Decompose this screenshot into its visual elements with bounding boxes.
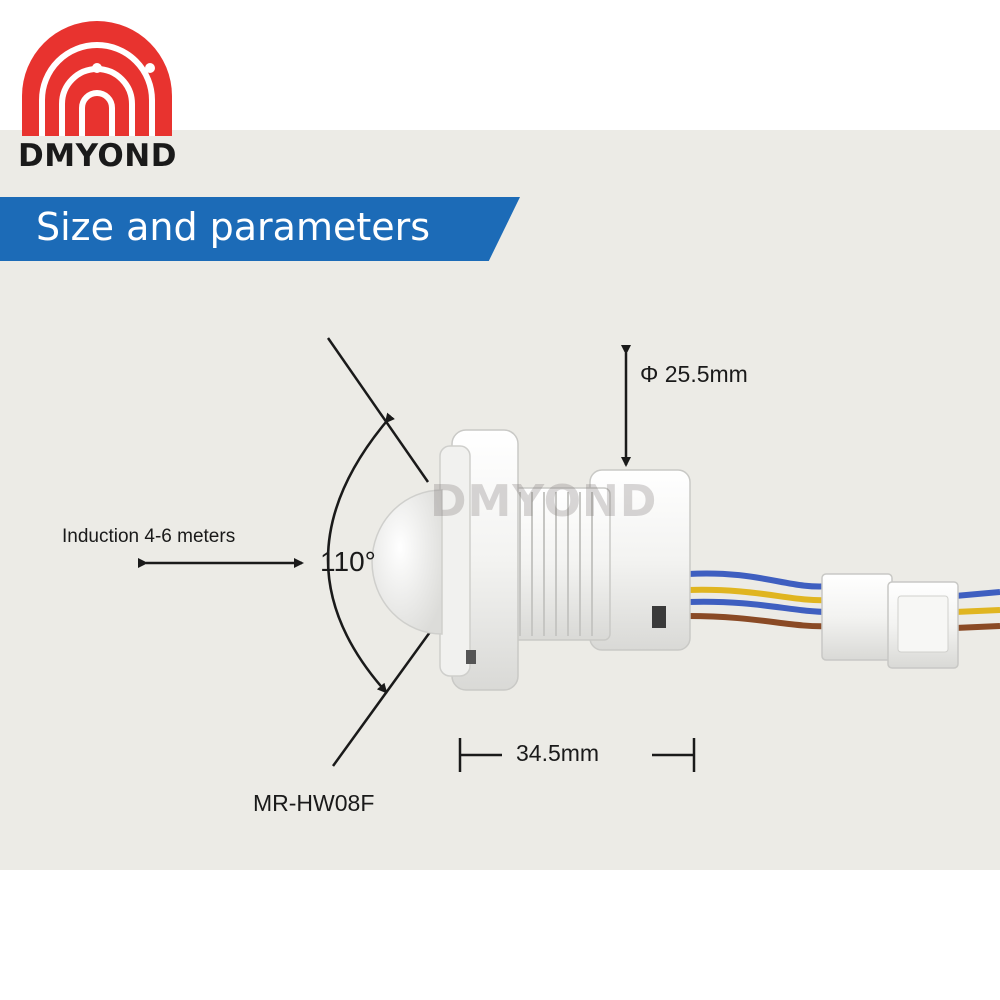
sensor-lens bbox=[371, 489, 443, 635]
angle-arc bbox=[326, 412, 395, 694]
induction-label: Induction 4-6 meters bbox=[62, 526, 236, 547]
logo-mark-icon bbox=[22, 21, 172, 136]
angle-label: 110° bbox=[320, 546, 376, 577]
length-dimension bbox=[458, 738, 696, 772]
cone-upper-line bbox=[326, 337, 430, 483]
model-label: MR-HW08F bbox=[253, 790, 375, 816]
wire-connector bbox=[821, 573, 959, 669]
brand-watermark: DMYOND bbox=[430, 476, 658, 527]
diameter-label: Φ 25.5mm bbox=[640, 361, 748, 387]
brand-name: DMYOND bbox=[18, 138, 177, 174]
sensor-wires bbox=[687, 570, 1000, 631]
sensor-body bbox=[371, 429, 691, 691]
cone-lower-line bbox=[331, 631, 432, 767]
section-title: Size and parameters bbox=[36, 205, 431, 249]
section-banner bbox=[0, 197, 520, 261]
brand-logo: DMYOND bbox=[10, 8, 185, 178]
length-label: 34.5mm bbox=[516, 740, 600, 766]
